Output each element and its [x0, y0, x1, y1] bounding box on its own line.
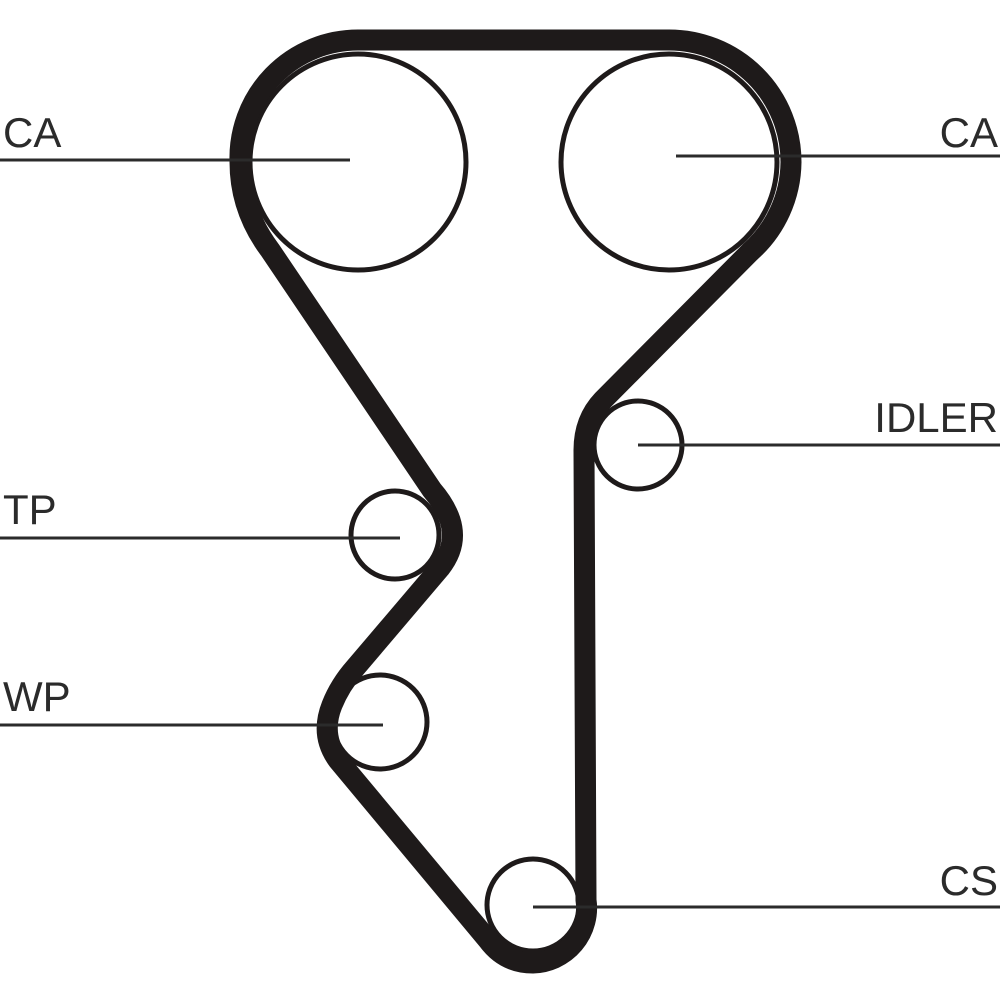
- label-idler: IDLER: [874, 394, 998, 441]
- label-ca-left: CA: [3, 109, 61, 156]
- label-cs: CS: [940, 857, 998, 904]
- camshaft-pulley-right: [558, 51, 780, 273]
- label-wp: WP: [3, 673, 71, 720]
- label-tp: TP: [3, 486, 57, 533]
- label-ca-right: CA: [940, 109, 998, 156]
- tensioner-pulley: [348, 488, 442, 582]
- timing-belt: [229, 29, 802, 974]
- camshaft-pulley-left: [247, 51, 469, 273]
